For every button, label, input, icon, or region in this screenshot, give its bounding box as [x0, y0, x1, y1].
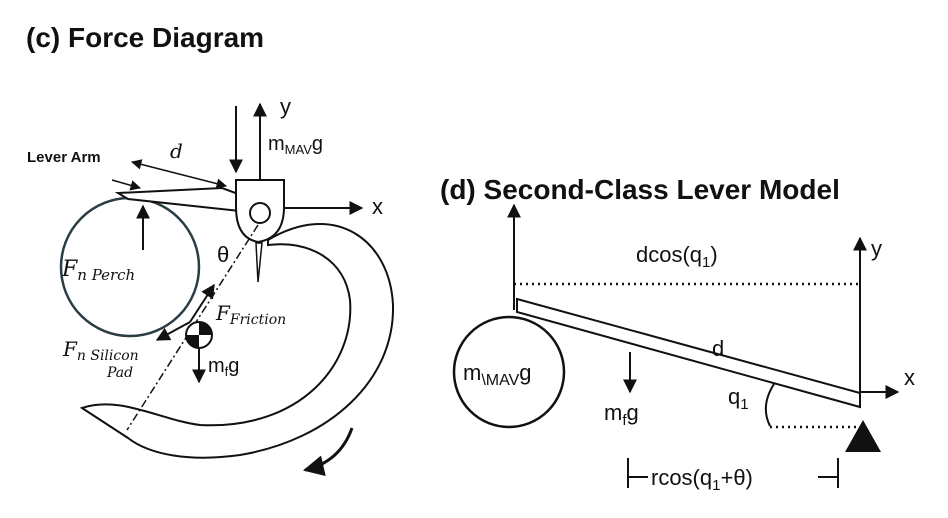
y-axis-label: y	[280, 94, 291, 119]
pivot-joint-icon	[249, 202, 271, 224]
mav-weight-label: mMAVg	[268, 133, 323, 157]
panel-d-lever-model: (d) Second-Class Lever Model dcos(q1) y …	[440, 174, 915, 494]
d-label: d	[170, 139, 183, 163]
mav-mass-circle	[452, 315, 566, 429]
lever-bar	[516, 297, 861, 409]
d-dimension-arrow	[130, 159, 228, 189]
x-axis-label: x	[904, 365, 915, 390]
d-label: d	[712, 336, 724, 361]
claw-hook-shape	[79, 223, 395, 459]
q1-angle-arc	[764, 383, 775, 427]
fn-silicon-pad-label: Fn Silicon	[62, 337, 139, 364]
friction-label: FFriction	[215, 301, 286, 328]
panel-c-title: (c) Force Diagram	[26, 22, 264, 53]
lever-arm-label: Lever Arm	[27, 149, 101, 166]
dcos-label: dcos(q1)	[636, 242, 718, 271]
y-axis-label: y	[871, 236, 882, 261]
q1-label: q1	[728, 384, 749, 413]
center-of-mass-icon	[185, 321, 213, 349]
silicon-pad-normal-arrow	[155, 321, 191, 341]
panel-c-force-diagram: (c) Force Diagram y x mMAVg Lever Arm d …	[26, 22, 395, 477]
panel-d-title: (d) Second-Class Lever Model	[440, 174, 840, 205]
rcos-label: rcos(q1+θ)	[651, 465, 753, 494]
pivot-tooth	[255, 242, 263, 283]
mf-weight-label: mfg	[604, 400, 639, 429]
theta-label: θ	[217, 242, 229, 267]
fn-perch-label: Fn Perch	[61, 257, 135, 284]
friction-arrow	[189, 283, 215, 323]
fulcrum-triangle-icon	[845, 420, 881, 452]
mf-weight-label: mfg	[208, 355, 239, 379]
mav-mass-label: m\MAVg	[463, 360, 532, 389]
fn-silicon-pad-label-2: Pad	[106, 365, 133, 381]
x-axis-label: x	[372, 194, 383, 219]
lever-arm-pointer	[111, 179, 142, 191]
rotation-arrow	[302, 427, 354, 477]
